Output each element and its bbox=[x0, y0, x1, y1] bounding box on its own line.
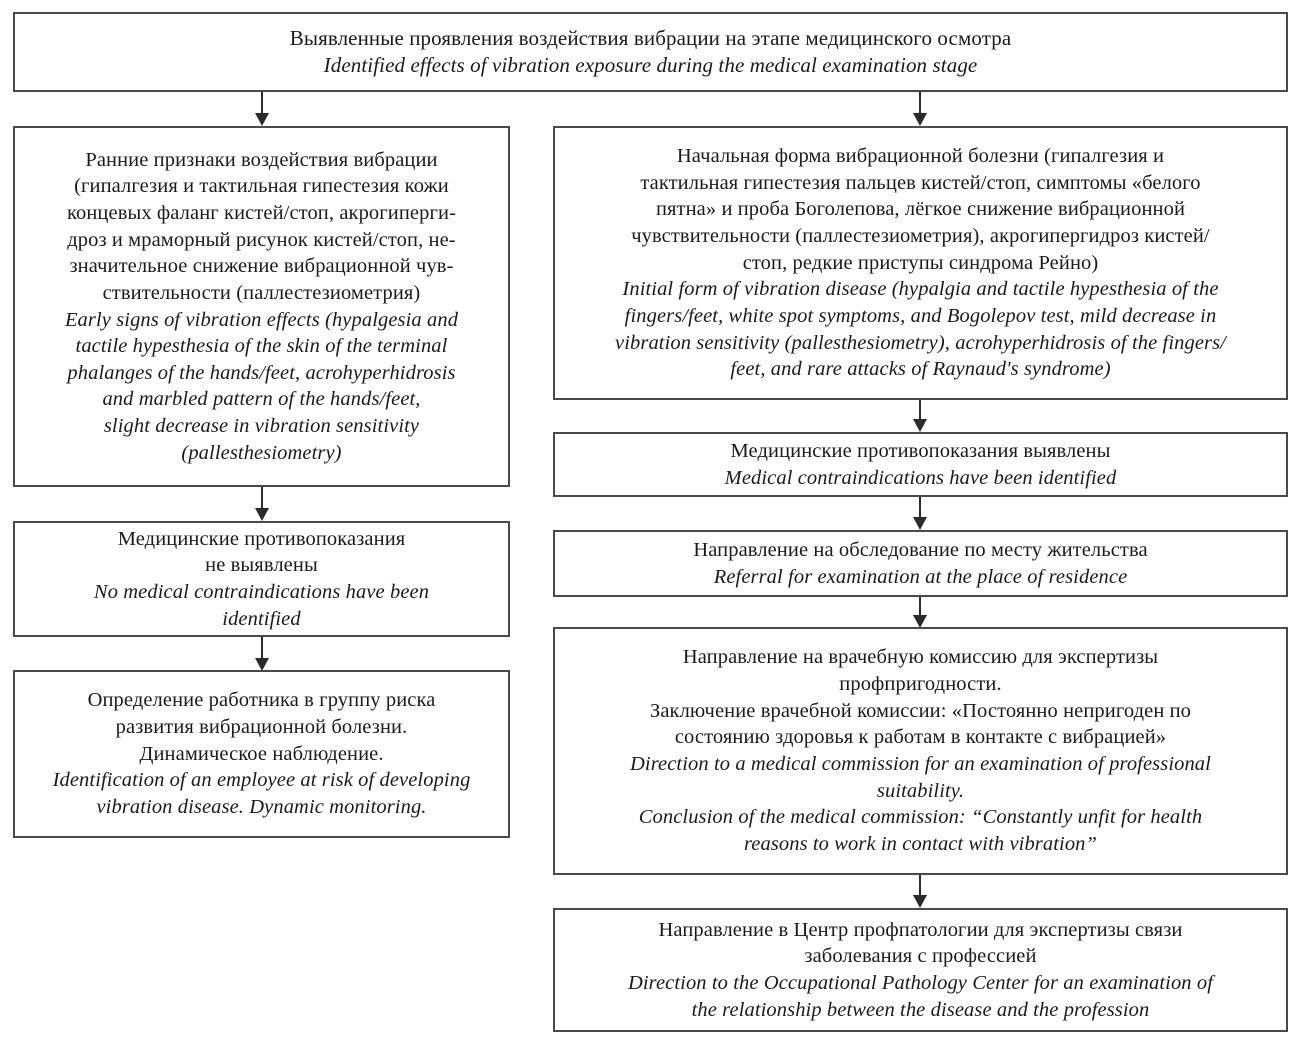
node-referral-residence[interactable]: Направление на обследование по месту жит… bbox=[553, 530, 1288, 597]
arrow-initial-form-to-contraindications-identified bbox=[906, 400, 934, 432]
node-text-en: Initial form of vibration disease (hypal… bbox=[615, 278, 1226, 381]
arrow-medical-commission-to-pathology-center bbox=[906, 875, 934, 908]
arrow-referral-to-medical-commission bbox=[906, 597, 934, 628]
node-text-en: Direction to a medical commission for an… bbox=[630, 753, 1211, 855]
arrow-no-contraindications-to-risk-group bbox=[248, 637, 276, 671]
node-text-en: Direction to the Occupational Pathology … bbox=[627, 972, 1214, 1021]
node-text-ru: Определение работника в группу риска раз… bbox=[87, 689, 436, 765]
node-text-ru: Направление на врачебную комиссию для эк… bbox=[649, 646, 1192, 749]
arrow-top-to-initial-form bbox=[906, 92, 934, 126]
node-text-en: Early signs of vibration effects (hypalg… bbox=[64, 308, 459, 464]
node-initial-form[interactable]: Начальная форма вибрационной болезни (ги… bbox=[553, 126, 1288, 400]
node-text-en: No medical contraindications have been i… bbox=[93, 581, 430, 630]
arrow-contraindications-identified-to-referral bbox=[906, 497, 934, 530]
node-text-ru: Медицинские противопоказания не выявлены bbox=[117, 527, 406, 577]
node-text-en: Identification of an employee at risk of… bbox=[52, 769, 471, 818]
arrow-top-to-early-signs bbox=[248, 92, 276, 126]
arrow-early-signs-to-no-contraindications bbox=[248, 487, 276, 521]
node-text-ru: Ранние признаки воздействия вибрации (ги… bbox=[66, 148, 456, 304]
node-identified-effects[interactable]: Выявленные проявления воздействия вибрац… bbox=[13, 12, 1288, 92]
node-risk-group[interactable]: Определение работника в группу риска раз… bbox=[13, 670, 510, 838]
node-text-ru: Направление в Центр профпатологии для эк… bbox=[658, 918, 1183, 968]
node-text-ru: Выявленные проявления воздействия вибрац… bbox=[289, 25, 1012, 50]
node-early-signs[interactable]: Ранние признаки воздействия вибрации (ги… bbox=[13, 126, 510, 487]
node-medical-commission[interactable]: Направление на врачебную комиссию для эк… bbox=[553, 627, 1288, 875]
node-no-contraindications[interactable]: Медицинские противопоказания не выявлены… bbox=[13, 521, 510, 637]
node-text-en: Identified effects of vibration exposure… bbox=[323, 53, 978, 77]
node-text-ru: Медицинские противопоказания выявлены bbox=[730, 439, 1111, 462]
node-occupational-pathology-center[interactable]: Направление в Центр профпатологии для эк… bbox=[553, 908, 1288, 1032]
node-text-ru: Начальная форма вибрационной болезни (ги… bbox=[631, 145, 1210, 274]
node-text-ru: Направление на обследование по месту жит… bbox=[693, 538, 1148, 561]
node-text-en: Referral for examination at the place of… bbox=[713, 565, 1128, 588]
node-contraindications-identified[interactable]: Медицинские противопоказания выявлены Me… bbox=[553, 432, 1288, 497]
node-text-en: Medical contraindications have been iden… bbox=[724, 466, 1117, 489]
